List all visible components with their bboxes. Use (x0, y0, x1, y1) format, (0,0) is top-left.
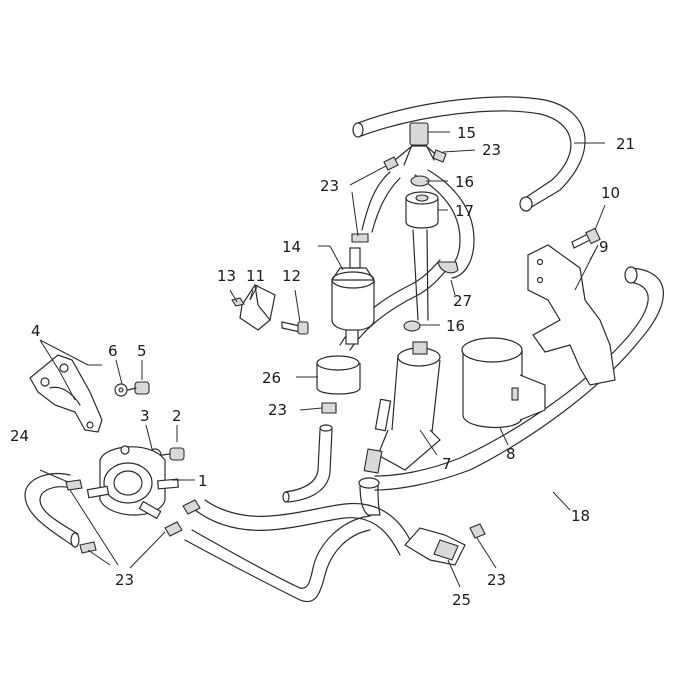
callout-16-upper: 16 (455, 173, 474, 191)
callout-21: 21 (616, 135, 635, 153)
callout-1: 1 (198, 472, 208, 490)
bolt-10 (571, 227, 601, 249)
mount-bracket-9 (527, 244, 616, 386)
callout-17: 17 (455, 202, 474, 220)
hose-clip-27 (437, 261, 459, 274)
sleeve-26 (316, 355, 361, 395)
main-return-hose (184, 499, 411, 603)
callout-25: 25 (452, 591, 471, 609)
callout-6: 6 (108, 342, 118, 360)
callout-23-left: 23 (320, 177, 339, 195)
callout-27: 27 (453, 292, 472, 310)
hose-clamp-23 (65, 149, 486, 554)
bracket-plate-4 (29, 354, 103, 433)
pump-bracket-8 (461, 337, 546, 428)
callout-11: 11 (246, 267, 265, 285)
nut-13 (231, 297, 245, 307)
callout-15: 15 (457, 124, 476, 142)
callout-23-bottom-right: 23 (487, 571, 506, 589)
callout-5: 5 (137, 342, 147, 360)
screw-2 (161, 447, 185, 461)
hose-17-down (412, 229, 429, 321)
hose-15-to-14 (361, 171, 401, 233)
callout-labels: 1 2 3 4 5 6 7 8 9 10 11 12 13 14 15 16 1… (10, 124, 635, 609)
fuel-filter-14 (331, 247, 375, 345)
callout-7: 7 (442, 455, 452, 473)
callout-23-top: 23 (482, 141, 501, 159)
callout-9: 9 (599, 238, 609, 256)
callout-4: 4 (31, 322, 41, 340)
callout-13: 13 (217, 267, 236, 285)
callout-23-mid: 23 (268, 401, 287, 419)
hose-left-tall (282, 424, 333, 503)
callout-12: 12 (282, 267, 301, 285)
callout-24: 24 (10, 427, 29, 445)
callout-26: 26 (262, 369, 281, 387)
hose-21 (352, 96, 586, 212)
callout-23-bottom-left: 23 (115, 571, 134, 589)
vacuum-pump-1 (86, 445, 179, 520)
callout-16-lower: 16 (446, 317, 465, 335)
callout-2: 2 (172, 407, 182, 425)
callout-3: 3 (140, 407, 150, 425)
washer-6 (114, 383, 128, 397)
hose-joint-25 (404, 527, 466, 566)
screw-12 (281, 321, 309, 335)
t-connector-15 (394, 122, 441, 166)
fuel-pump-7 (363, 341, 441, 474)
callout-18: 18 (571, 507, 590, 525)
callout-10: 10 (601, 184, 620, 202)
screw-5 (127, 381, 150, 395)
ring-16 (403, 175, 430, 332)
bushing-17 (405, 191, 439, 229)
hose-18 (358, 266, 664, 516)
callout-8: 8 (506, 445, 516, 463)
callout-14: 14 (282, 238, 301, 256)
bracket-clip-11 (239, 284, 276, 331)
leader-lines (39, 131, 606, 588)
